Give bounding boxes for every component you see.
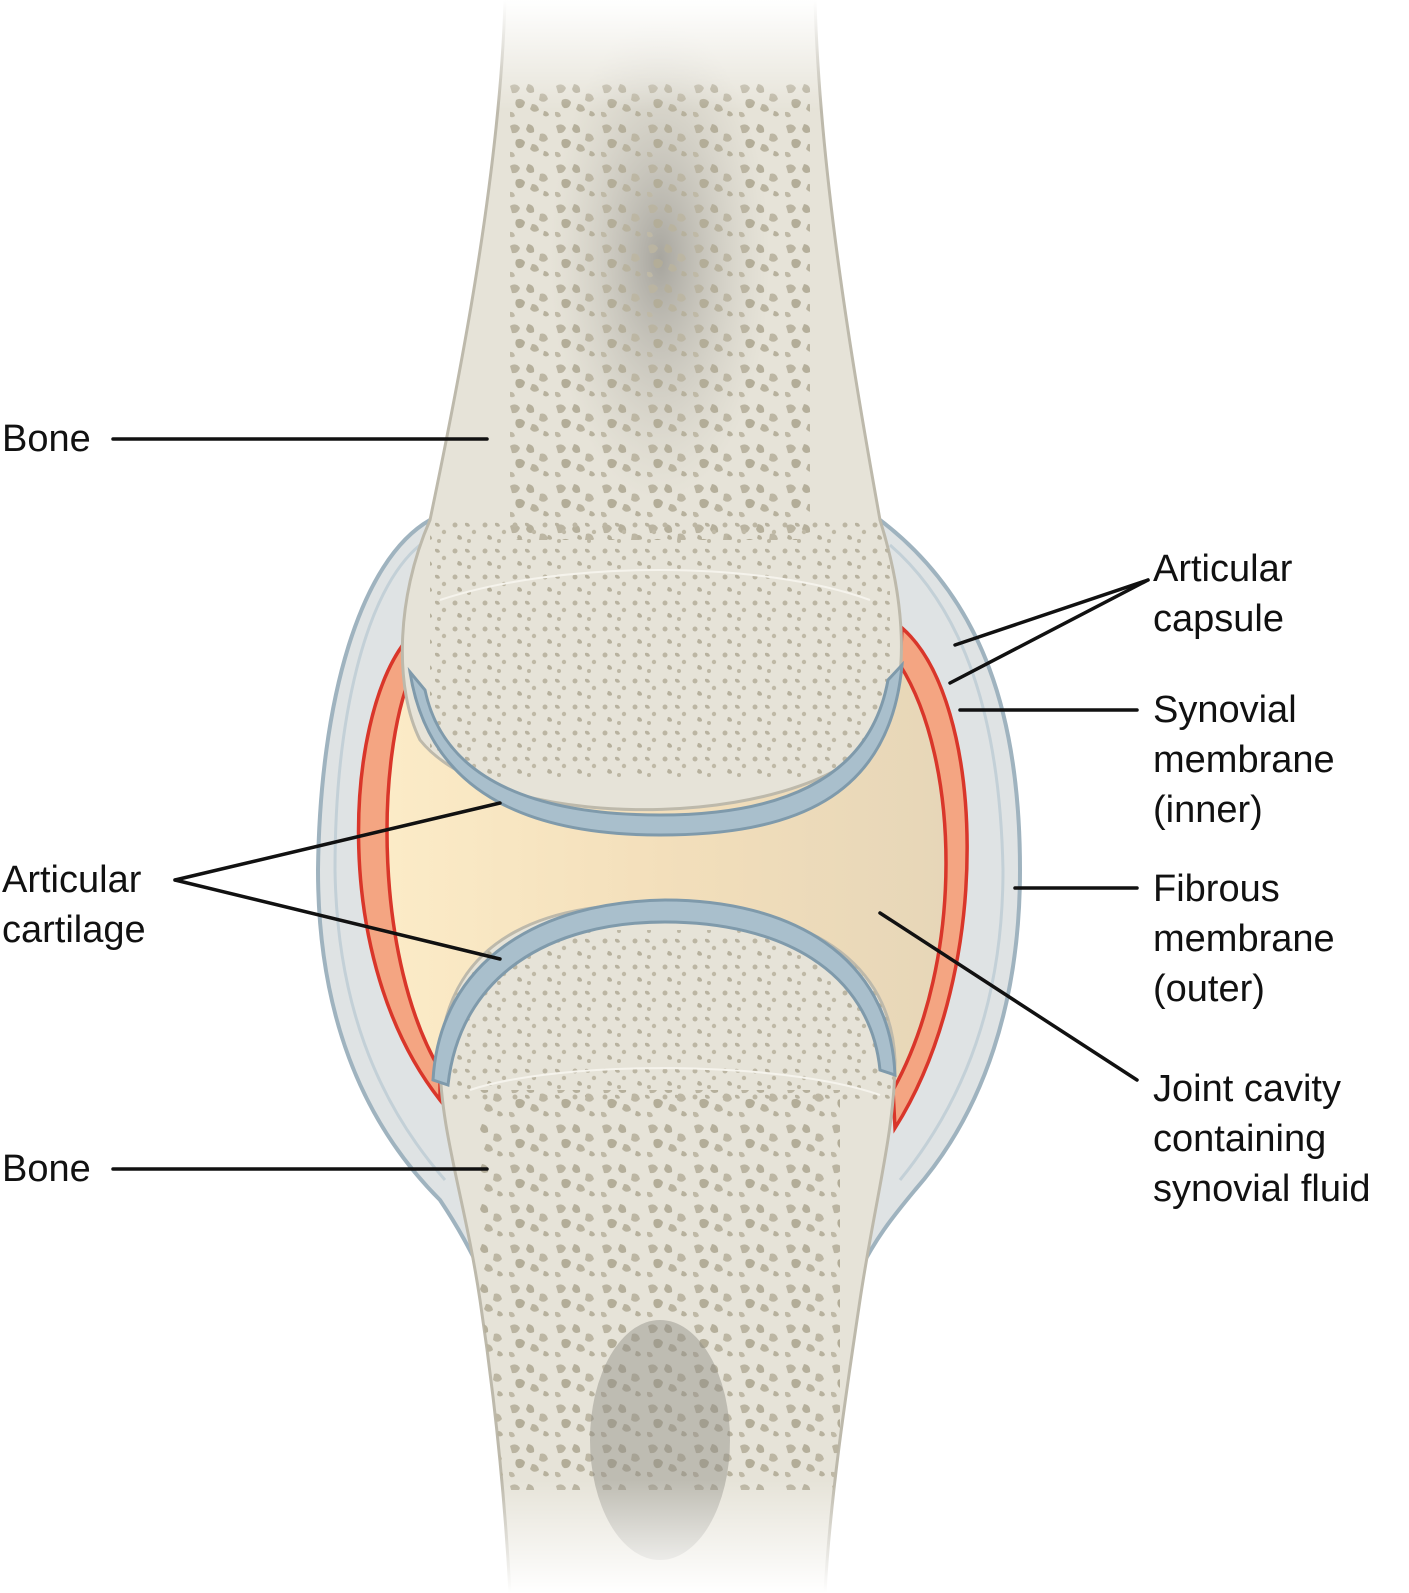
label-bone-lower: Bone — [2, 1148, 91, 1190]
leader-joint-cavity — [878, 911, 1139, 1082]
leader-cartilage-upper — [173, 801, 502, 882]
label-synovial-membrane: Synovial membrane (inner) — [1153, 689, 1335, 831]
label-joint-cavity: Joint cavity containing synovial fluid — [1153, 1068, 1371, 1210]
articular-cartilage-upper — [407, 660, 904, 837]
label-bone-upper: Bone — [2, 418, 91, 460]
bone-lower — [400, 903, 920, 1593]
leader-lines — [111, 437, 1150, 1171]
leader-cartilage-lower — [173, 878, 502, 961]
label-fibrous-membrane: Fibrous membrane (outer) — [1153, 868, 1335, 1010]
leader-capsule-1 — [953, 578, 1150, 647]
synovial-membrane-left — [356, 637, 442, 1106]
leader-capsule-2 — [948, 578, 1150, 685]
label-articular-capsule: Articular capsule — [1153, 548, 1293, 640]
label-articular-cartilage: Articular cartilage — [2, 859, 146, 951]
synovial-membrane-right — [891, 624, 969, 1134]
articular-cartilage-lower — [431, 898, 897, 1088]
bone-upper — [400, 0, 920, 812]
